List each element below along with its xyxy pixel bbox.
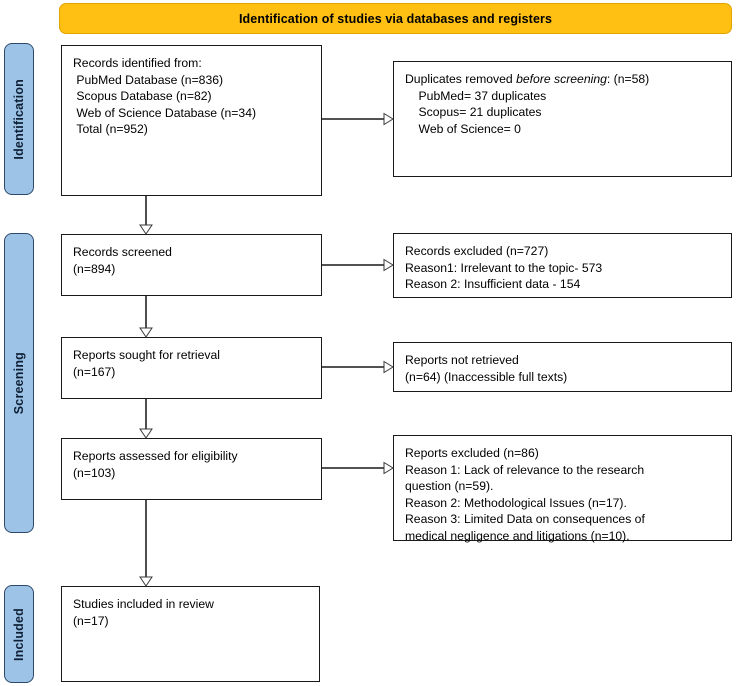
box-studies-included-in-review: Studies included in review (n=17) bbox=[61, 586, 320, 682]
box-duplicates-removed: Duplicates removed before screening: (n=… bbox=[393, 61, 732, 177]
stage-bar-screening: Screening bbox=[4, 233, 34, 533]
duplicates-detail-lines: PubMed= 37 duplicates Scopus= 21 duplica… bbox=[418, 88, 547, 136]
duplicates-heading-prefix: Duplicates removed bbox=[405, 72, 517, 86]
stage-bar-included: Included bbox=[4, 585, 34, 683]
box-reports-excluded: Reports excluded (n=86) Reason 1: Lack o… bbox=[393, 435, 732, 543]
box-records-identified: Records identified from: PubMed Database… bbox=[61, 45, 322, 196]
box-records-excluded: Records excluded (n=727) Reason1: Irrele… bbox=[393, 233, 732, 298]
diagram-header-title: Identification of studies via databases … bbox=[238, 11, 553, 26]
records-screened-text: Records screened (n=894) bbox=[73, 245, 172, 276]
records-excluded-text: Records excluded (n=727) Reason1: Irrele… bbox=[405, 244, 603, 292]
stage-bar-identification: Identification bbox=[4, 43, 34, 195]
box-reports-assessed-for-eligibility: Reports assessed for eligibility (n=103) bbox=[61, 438, 322, 500]
duplicates-removed-text: Duplicates removed before screening: (n=… bbox=[405, 71, 720, 137]
duplicates-heading-italic: before screening bbox=[516, 72, 607, 86]
reports-sought-text: Reports sought for retrieval (n=167) bbox=[73, 348, 220, 379]
reports-not-retrieved-text: Reports not retrieved (n=64) (Inaccessib… bbox=[405, 353, 568, 384]
duplicates-heading-suffix: : (n=58) bbox=[606, 72, 650, 86]
box-records-screened: Records screened (n=894) bbox=[61, 234, 322, 296]
studies-included-text: Studies included in review (n=17) bbox=[73, 597, 214, 628]
diagram-header-banner: Identification of studies via databases … bbox=[59, 3, 732, 34]
box-reports-sought-for-retrieval: Reports sought for retrieval (n=167) bbox=[61, 337, 322, 399]
reports-excluded-text: Reports excluded (n=86) Reason 1: Lack o… bbox=[405, 446, 645, 543]
box-reports-not-retrieved: Reports not retrieved (n=64) (Inaccessib… bbox=[393, 342, 732, 392]
records-identified-text: Records identified from: PubMed Database… bbox=[73, 56, 257, 137]
reports-assessed-text: Reports assessed for eligibility (n=103) bbox=[73, 449, 238, 480]
